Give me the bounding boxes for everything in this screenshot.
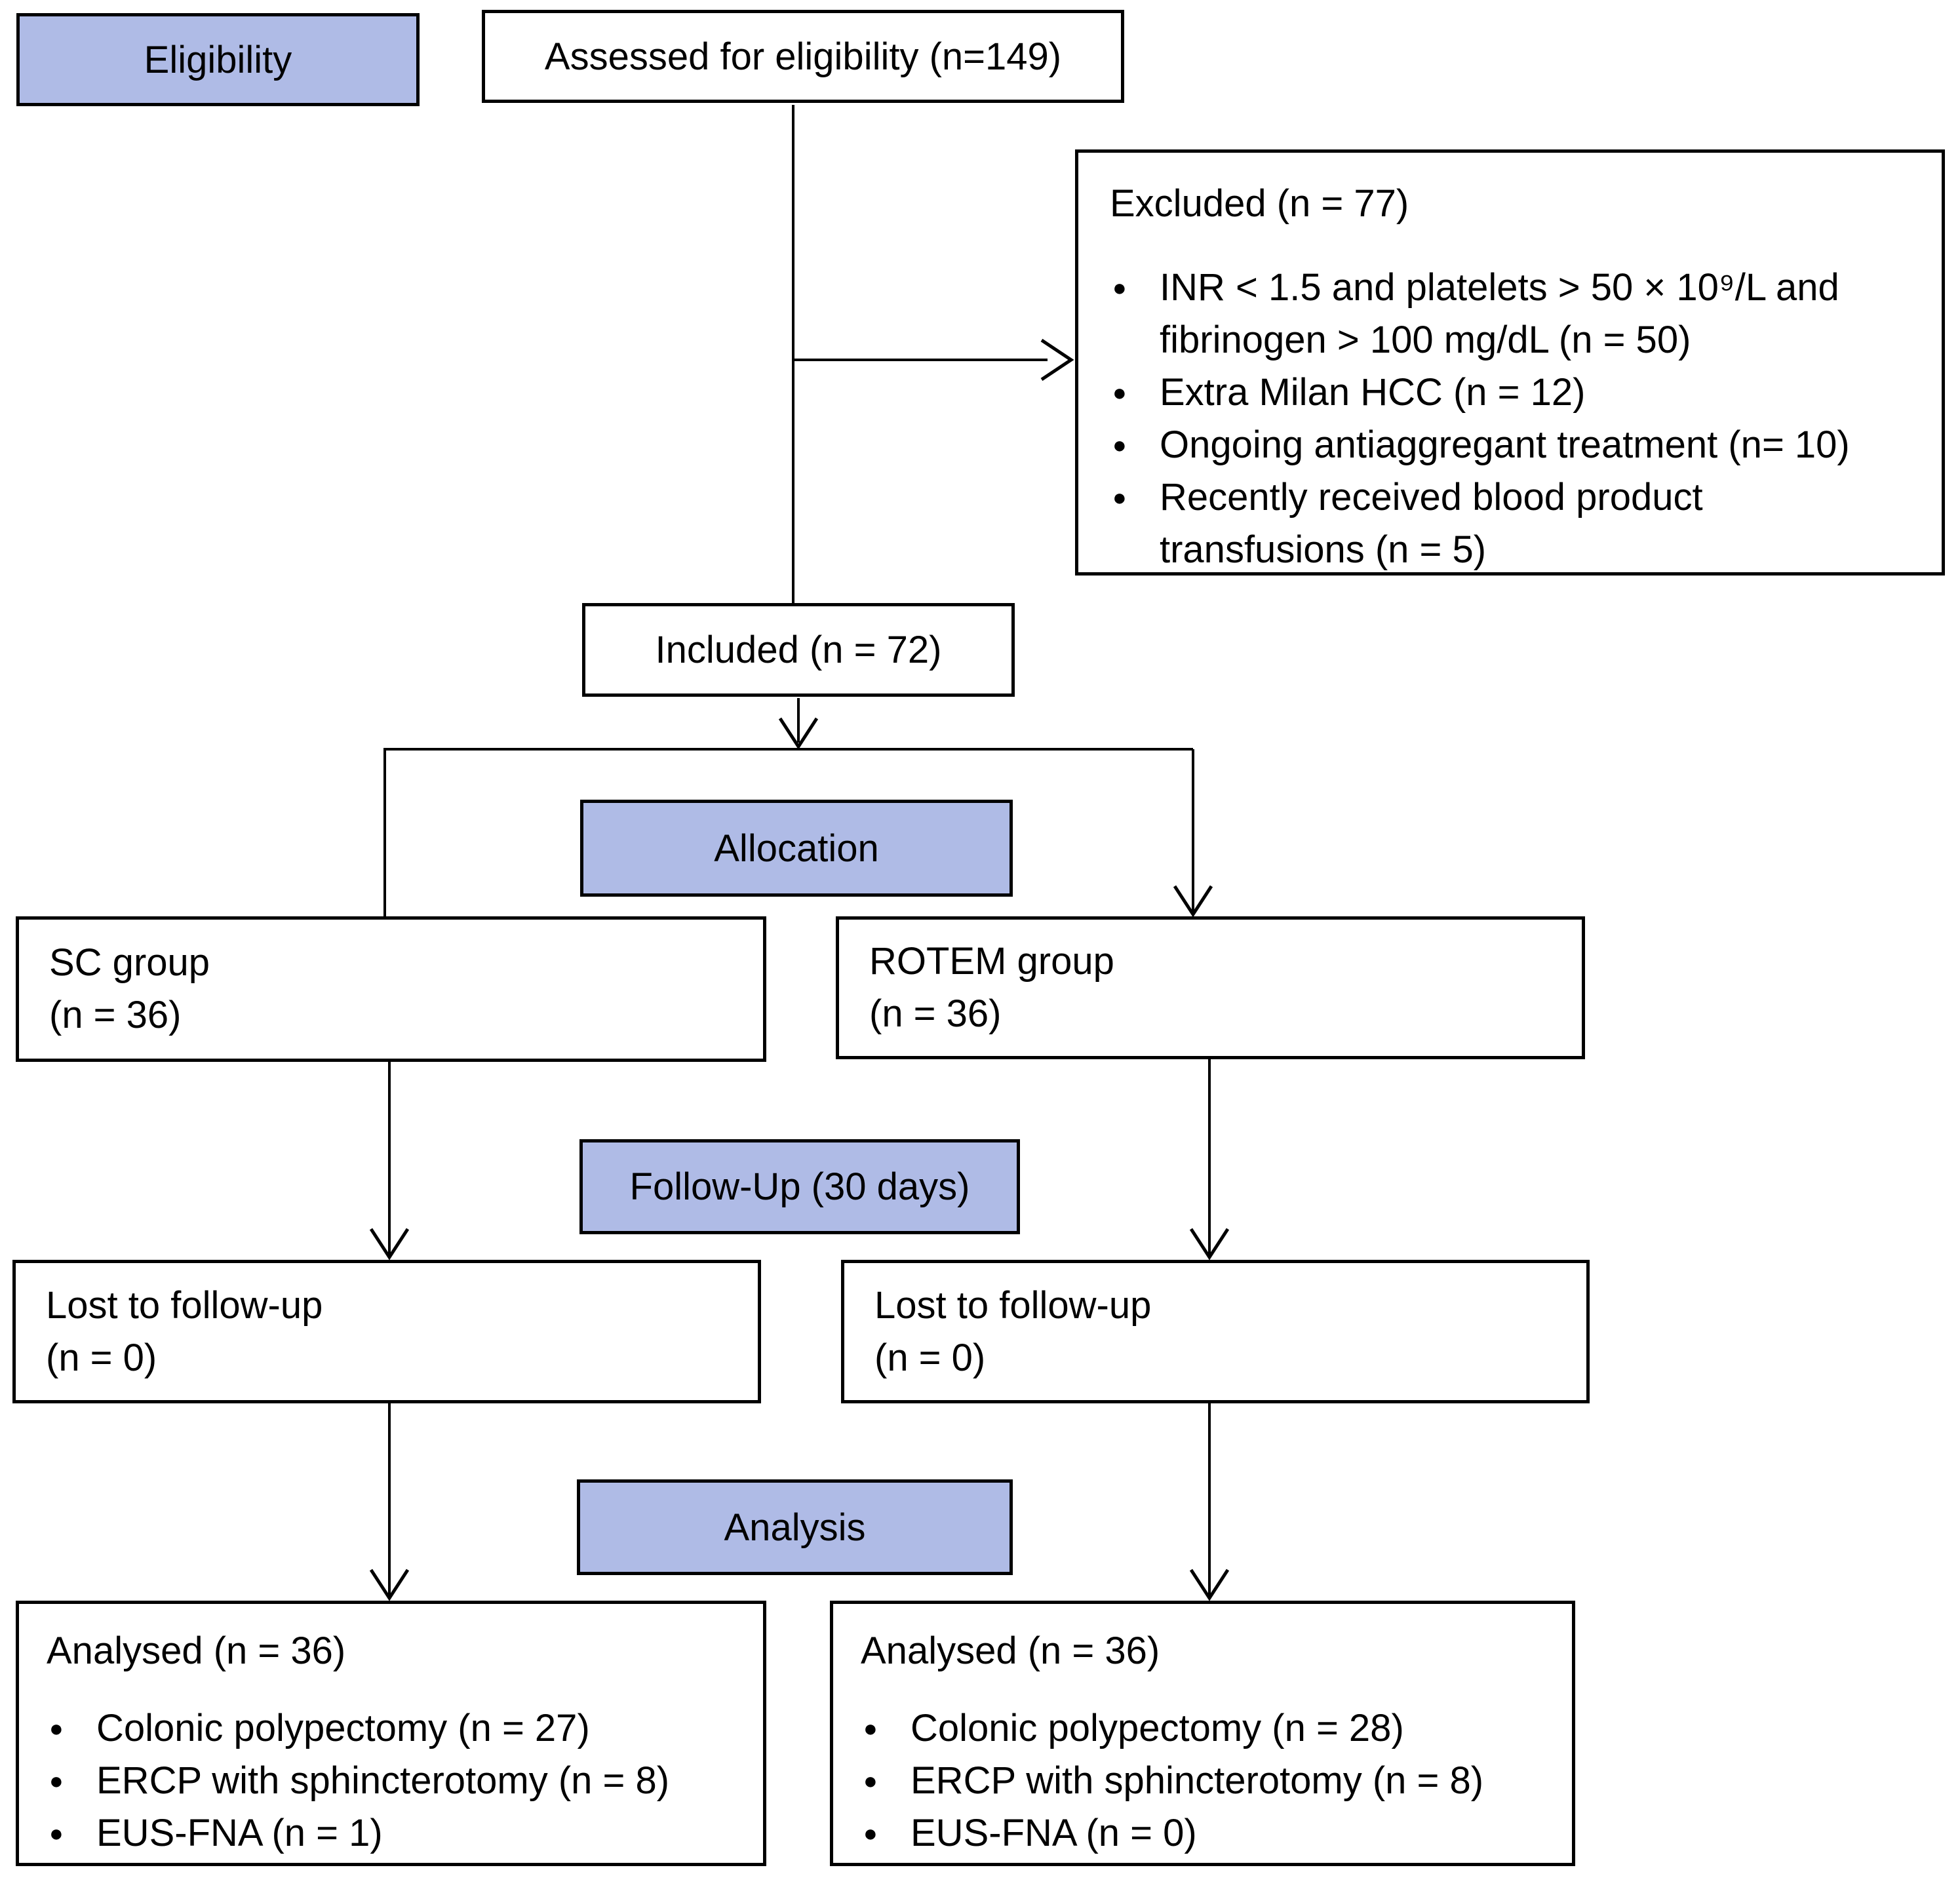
bullet-icon: ● [49, 1767, 64, 1794]
analysed-rotem-title: Analysed (n = 36) [861, 1630, 1160, 1672]
sc-group-count: (n = 36) [49, 994, 182, 1036]
box-analysed-sc: Analysed (n = 36) ● Colonic polypectomy … [16, 1601, 766, 1866]
bullet-icon: ● [1112, 431, 1127, 458]
excluded-bullet-list: ● INR < 1.5 and platelets > 50 × 10⁹/L a… [1110, 262, 1915, 576]
excluded-bullet-1-text: INR < 1.5 and platelets > 50 × 10⁹/L and… [1160, 266, 1839, 361]
analysed-rotem-bullet-3: ● EUS-FNA (n = 0) [861, 1807, 1552, 1860]
analysed-sc-bullet-3-text: EUS-FNA (n = 1) [96, 1812, 383, 1854]
analysed-sc-bullet-list: ● Colonic polypectomy (n = 27) ● ERCP wi… [47, 1702, 743, 1860]
analysed-rotem-bullet-1-text: Colonic polypectomy (n = 28) [911, 1707, 1404, 1749]
box-analysed-rotem: Analysed (n = 36) ● Colonic polypectomy … [830, 1601, 1575, 1866]
excluded-bullet-2: ● Extra Milan HCC (n = 12) [1110, 366, 1915, 419]
analysed-sc-bullet-2: ● ERCP with sphincterotomy (n = 8) [47, 1755, 743, 1807]
arrowhead-rotem [1173, 885, 1213, 918]
analysed-rotem-bullet-2: ● ERCP with sphincterotomy (n = 8) [861, 1755, 1552, 1807]
excluded-title: Excluded (n = 77) [1110, 182, 1409, 225]
rotem-group-name: ROTEM group [869, 940, 1114, 983]
arrowhead-excluded [1040, 338, 1074, 381]
rotem-group-count: (n = 36) [869, 992, 1002, 1035]
stage-label-analysis: Analysis [577, 1479, 1013, 1575]
lost-rotem-count: (n = 0) [874, 1336, 986, 1379]
bullet-icon: ● [1112, 484, 1127, 511]
excluded-bullet-2-text: Extra Milan HCC (n = 12) [1160, 371, 1586, 414]
bullet-icon: ● [1112, 379, 1127, 406]
analysed-sc-title: Analysed (n = 36) [47, 1630, 346, 1672]
sc-group-name: SC group [49, 941, 210, 984]
lost-sc-count: (n = 0) [46, 1336, 157, 1379]
analysed-sc-bullet-1: ● Colonic polypectomy (n = 27) [47, 1702, 743, 1755]
arrowhead-analysed-right [1189, 1569, 1230, 1601]
excluded-bullet-4-text: Recently received blood product transfus… [1160, 476, 1703, 571]
bullet-icon: ● [49, 1715, 64, 1742]
analysed-sc-bullet-1-text: Colonic polypectomy (n = 27) [96, 1707, 590, 1749]
analysed-sc-bullet-3: ● EUS-FNA (n = 1) [47, 1807, 743, 1860]
arrowhead-lost-right [1189, 1228, 1230, 1260]
analysed-rotem-bullet-3-text: EUS-FNA (n = 0) [911, 1812, 1197, 1854]
box-rotem-group: ROTEM group (n = 36) [836, 916, 1585, 1059]
excluded-bullet-1: ● INR < 1.5 and platelets > 50 × 10⁹/L a… [1110, 262, 1915, 366]
analysed-rotem-bullet-1: ● Colonic polypectomy (n = 28) [861, 1702, 1552, 1755]
stage-label-allocation: Allocation [580, 800, 1013, 897]
bullet-icon: ● [863, 1767, 878, 1794]
arrowheads [369, 338, 1230, 1601]
arrowhead-split [778, 717, 819, 750]
analysed-sc-bullet-2-text: ERCP with sphincterotomy (n = 8) [96, 1759, 670, 1802]
arrowhead-analysed-left [369, 1569, 410, 1601]
analysed-rotem-bullet-2-text: ERCP with sphincterotomy (n = 8) [911, 1759, 1484, 1802]
bullet-icon: ● [863, 1820, 878, 1846]
bullet-icon: ● [1112, 274, 1127, 301]
arrowhead-lost-left [369, 1228, 410, 1260]
analysed-rotem-bullet-list: ● Colonic polypectomy (n = 28) ● ERCP wi… [861, 1702, 1552, 1860]
excluded-bullet-4: ● Recently received blood product transf… [1110, 471, 1915, 576]
lost-sc-label: Lost to follow-up [46, 1283, 323, 1327]
box-lost-followup-rotem: Lost to follow-up (n = 0) [841, 1260, 1590, 1403]
lost-rotem-label: Lost to follow-up [874, 1283, 1152, 1327]
excluded-bullet-3: ● Ongoing antiaggregant treatment (n= 10… [1110, 419, 1915, 471]
excluded-bullet-3-text: Ongoing antiaggregant treatment (n= 10) [1160, 423, 1850, 466]
box-included: Included (n = 72) [582, 603, 1015, 697]
box-assessed: Assessed for eligibility (n=149) [482, 10, 1124, 103]
box-lost-followup-sc: Lost to follow-up (n = 0) [12, 1260, 761, 1403]
box-excluded: Excluded (n = 77) ● INR < 1.5 and platel… [1075, 149, 1945, 576]
stage-label-eligibility: Eligibility [16, 13, 420, 106]
box-sc-group: SC group (n = 36) [16, 916, 766, 1062]
bullet-icon: ● [49, 1820, 64, 1846]
connector-lines [383, 105, 1211, 1595]
bullet-icon: ● [863, 1715, 878, 1742]
stage-label-followup: Follow-Up (30 days) [579, 1139, 1020, 1234]
